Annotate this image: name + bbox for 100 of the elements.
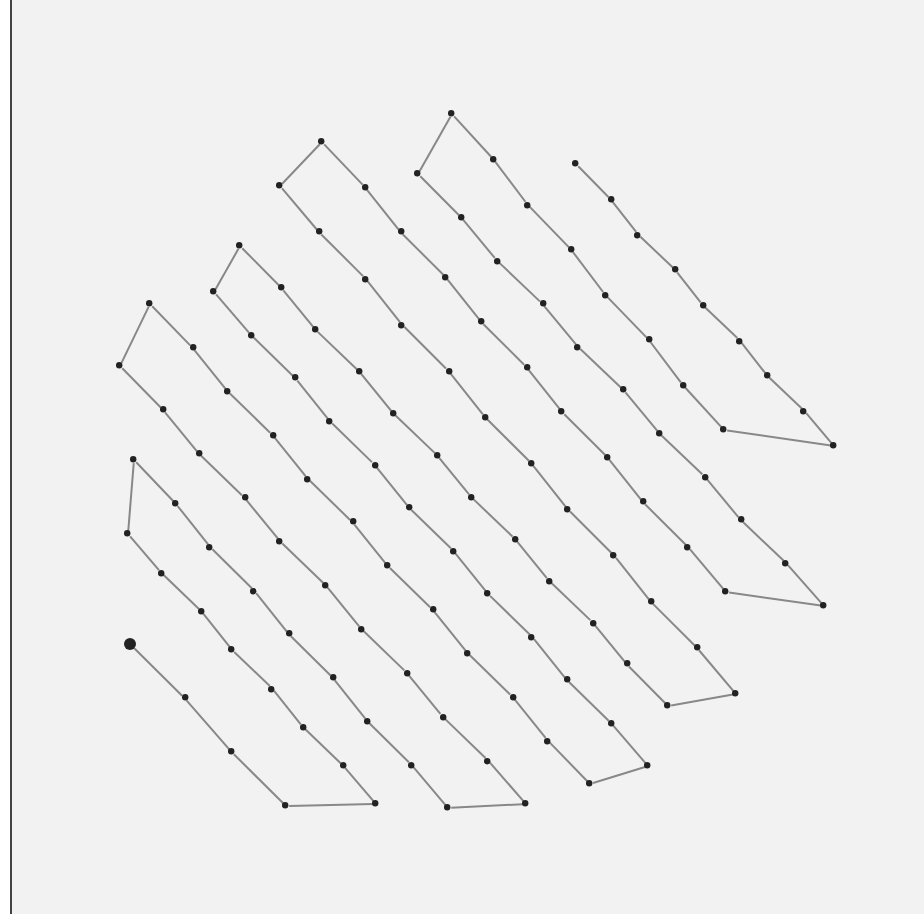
connector-line <box>482 323 526 366</box>
connector-line <box>611 200 638 233</box>
connector-line <box>120 305 150 365</box>
connector-line <box>127 462 135 532</box>
connector-line <box>454 552 487 593</box>
connector-line <box>450 803 524 809</box>
connector-line <box>449 372 484 416</box>
connector-line <box>255 592 288 633</box>
connector-line <box>571 251 605 293</box>
connector-line <box>689 548 725 591</box>
connector-line <box>353 523 387 565</box>
connector-line <box>670 693 734 707</box>
connector-line <box>288 803 374 807</box>
connector-line <box>528 205 570 249</box>
connector-line <box>579 348 623 389</box>
connector-line <box>316 330 358 371</box>
connector-line <box>228 392 272 434</box>
connector-line <box>498 261 541 303</box>
connector-line <box>176 505 210 546</box>
connector-line <box>193 349 227 390</box>
connector-line <box>200 454 243 497</box>
connector-line <box>513 698 547 739</box>
connector-line <box>185 699 231 751</box>
connector-line <box>644 503 687 546</box>
connector-line <box>660 434 704 476</box>
connector-line <box>419 175 460 216</box>
connector-line <box>740 341 767 374</box>
connector-line <box>649 341 682 384</box>
connector-line <box>489 594 531 636</box>
connector-line <box>705 477 740 519</box>
connector-line <box>443 717 487 759</box>
connector-line <box>202 612 231 649</box>
connector-line <box>486 418 530 462</box>
connector-line <box>726 429 832 447</box>
connector-line <box>245 498 279 540</box>
connector-line <box>593 623 626 663</box>
connector-line <box>121 367 162 409</box>
connector-line <box>273 689 302 726</box>
connector-line <box>296 379 329 420</box>
connector-line <box>728 591 822 607</box>
connector-line <box>232 753 285 805</box>
connector-line <box>412 765 447 807</box>
connector-line <box>331 422 373 464</box>
connector-line <box>453 115 493 158</box>
connector-line <box>281 143 321 185</box>
connector-line <box>612 724 647 765</box>
connector-line <box>151 305 192 347</box>
connector-line <box>308 479 352 521</box>
connector-line <box>233 650 271 688</box>
connector-line <box>129 535 160 572</box>
connector-line <box>273 436 307 478</box>
connector-line <box>627 665 667 705</box>
connector-line <box>577 165 610 198</box>
connector-line <box>360 372 393 412</box>
connector-line <box>741 520 785 562</box>
connector-line <box>608 458 642 501</box>
connector-line <box>606 295 648 339</box>
connector-line <box>472 498 514 538</box>
connector-line <box>214 247 240 291</box>
connector-line <box>407 674 442 715</box>
connector-line <box>133 647 184 697</box>
connector-line <box>418 115 452 173</box>
connector-line <box>282 289 315 329</box>
connector-line <box>703 306 739 340</box>
connector-line <box>683 386 723 429</box>
connector-line <box>533 638 566 679</box>
connector-line <box>164 411 198 453</box>
connector-line <box>281 542 325 584</box>
connector-line <box>401 233 445 276</box>
connector-line <box>394 414 436 454</box>
connector-line <box>527 368 561 411</box>
connector-line <box>320 233 365 278</box>
connector-line <box>252 336 294 377</box>
connector-line <box>805 412 833 445</box>
connector-line <box>135 461 175 503</box>
connector-line <box>241 247 281 287</box>
connector-line <box>344 766 375 803</box>
connector-line <box>786 564 823 605</box>
connector-line <box>468 654 512 696</box>
connector-line <box>304 728 342 765</box>
connector-line <box>362 630 406 672</box>
connector-line <box>211 548 253 590</box>
connector-line <box>215 293 250 334</box>
connector-line <box>437 456 471 496</box>
connector-line <box>569 510 613 555</box>
connector-line <box>698 649 735 693</box>
connector-line <box>592 765 646 785</box>
connector-line <box>550 581 592 622</box>
connector-line <box>515 540 548 580</box>
connector-line <box>494 160 527 203</box>
connector-line <box>410 508 452 550</box>
connector-line <box>462 218 496 259</box>
connector-line <box>768 376 803 410</box>
connector-line <box>548 741 589 783</box>
connector-line <box>651 602 696 647</box>
connector-line <box>639 235 674 269</box>
connector-line <box>289 635 332 677</box>
connector-line <box>403 325 447 370</box>
connector-line <box>615 556 650 601</box>
connector-line <box>624 391 659 432</box>
